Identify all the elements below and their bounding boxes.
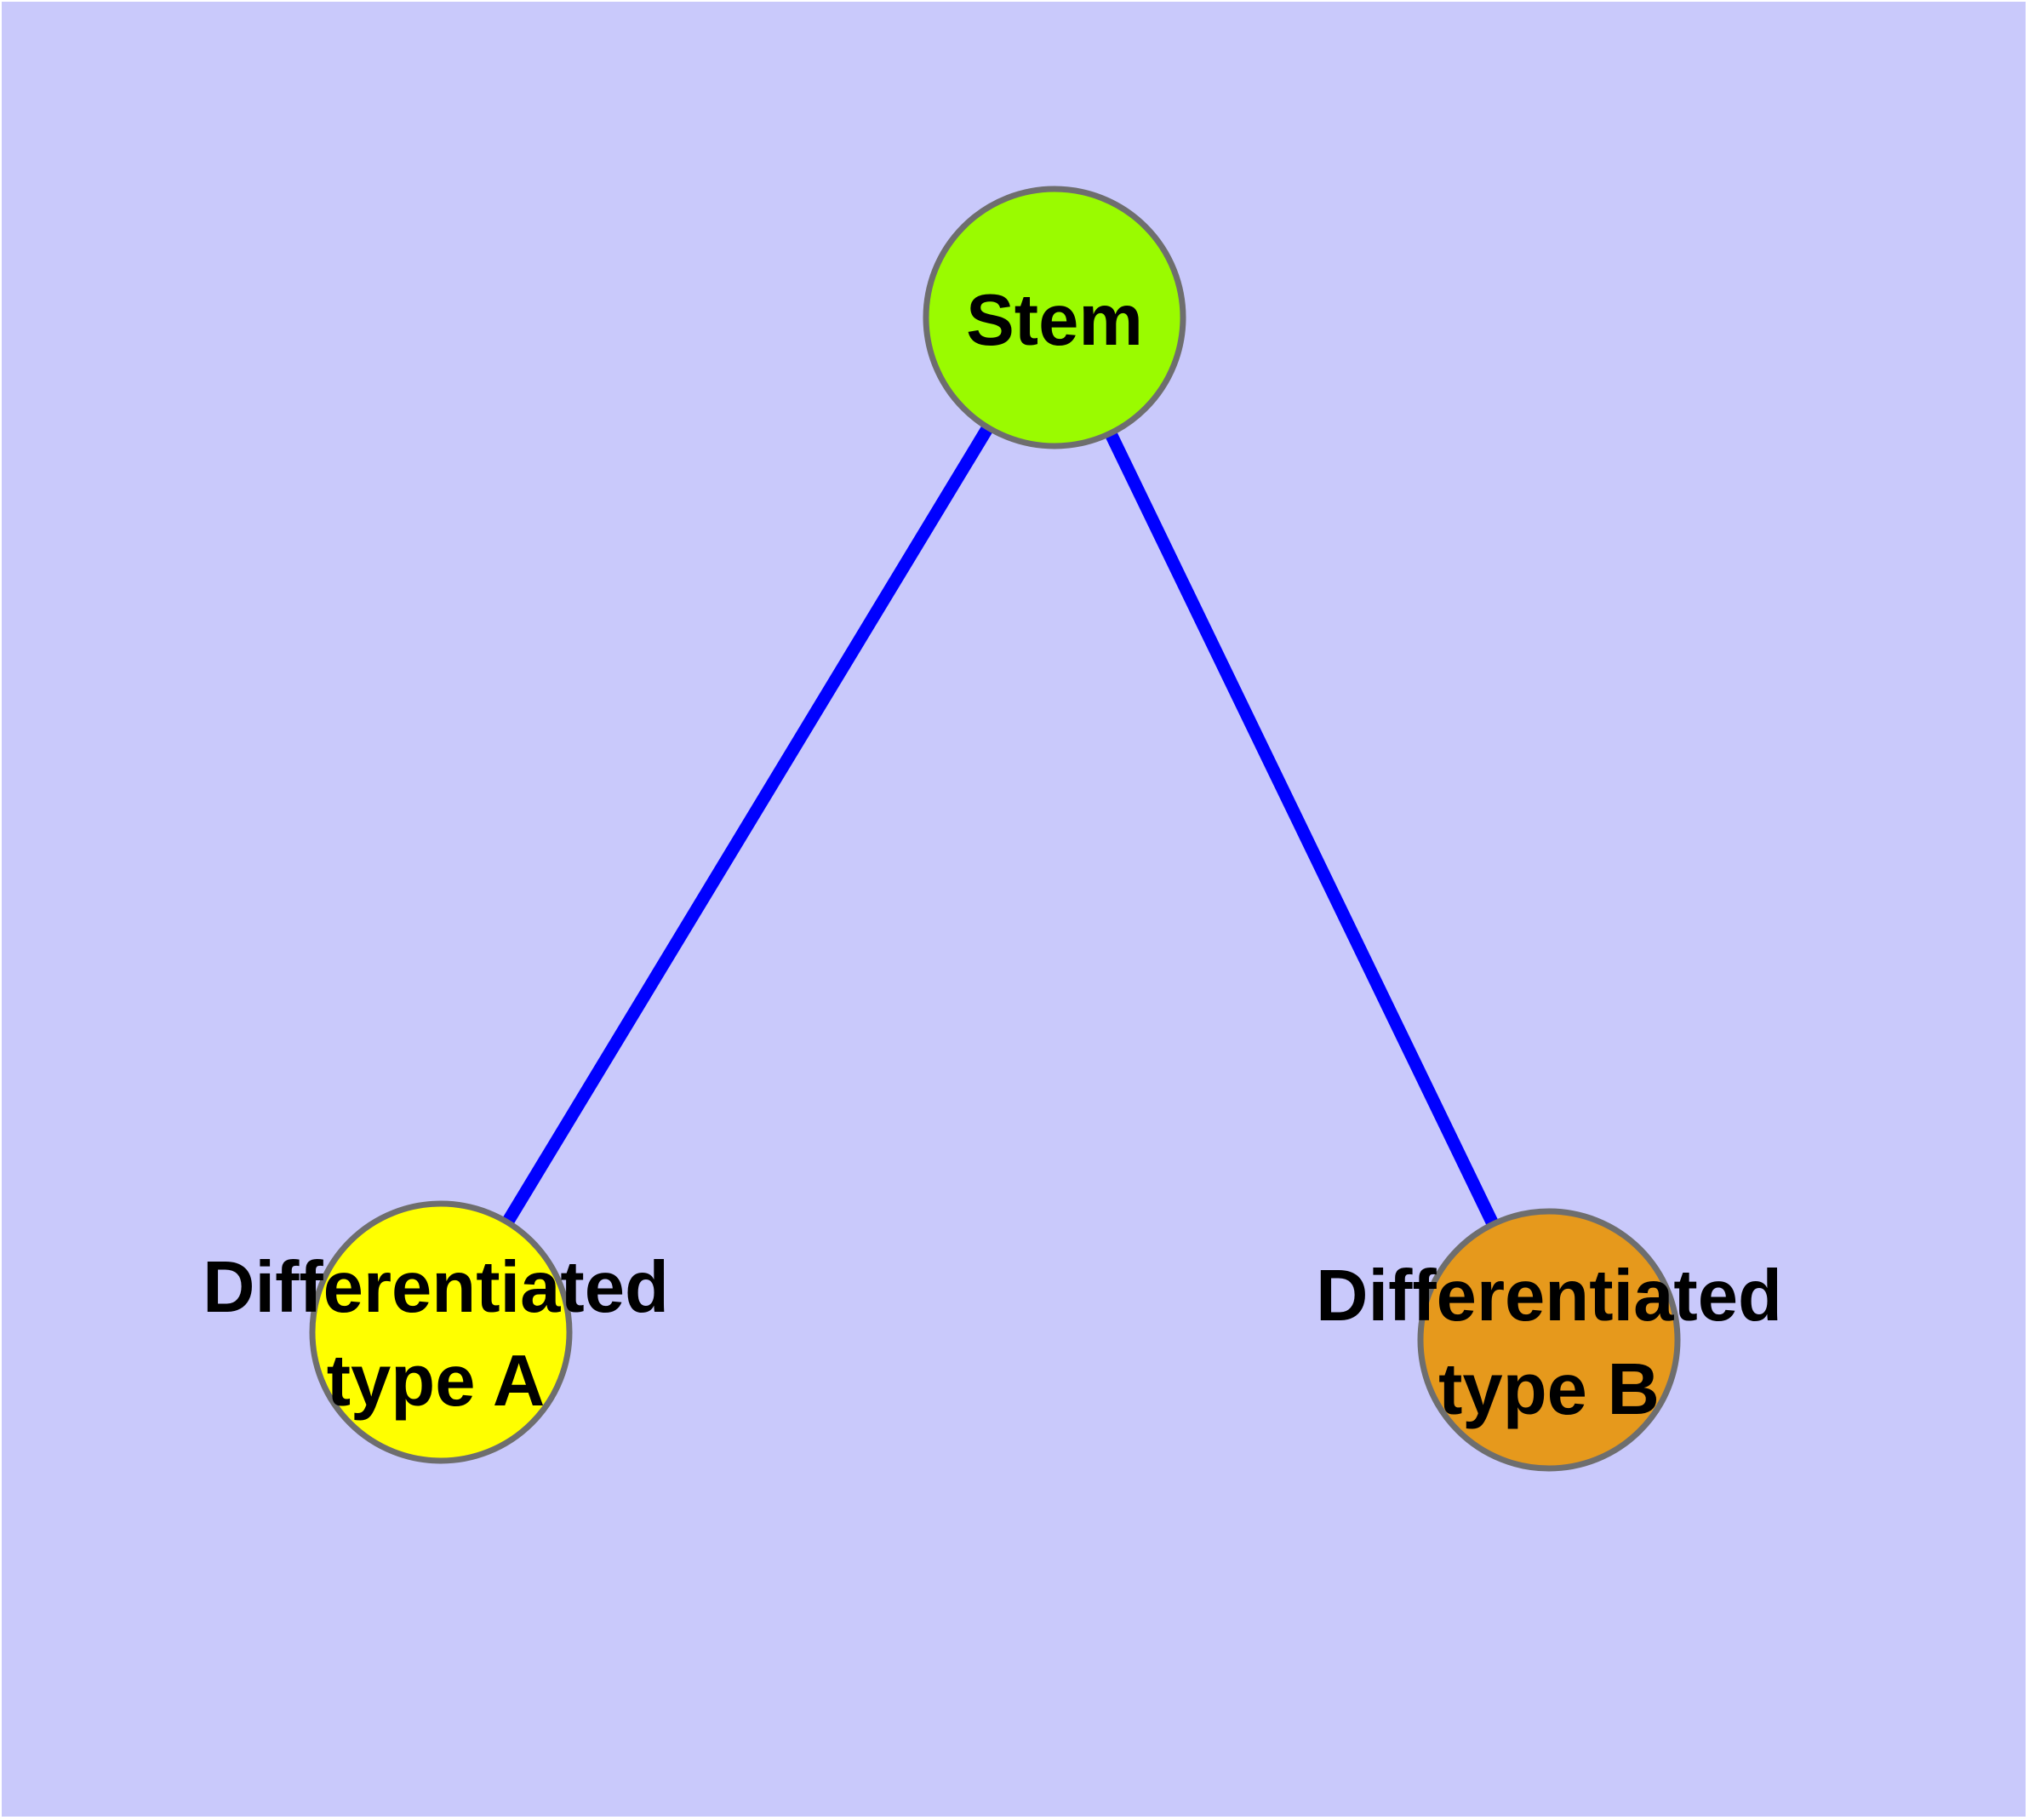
differentiated-type-a-node — [309, 1200, 573, 1464]
differentiated-type-b-node — [1417, 1208, 1681, 1472]
edge-stem-to-type-b — [1049, 314, 1555, 1343]
stem-node — [923, 186, 1186, 449]
edge-stem-to-type-a — [435, 314, 1060, 1336]
